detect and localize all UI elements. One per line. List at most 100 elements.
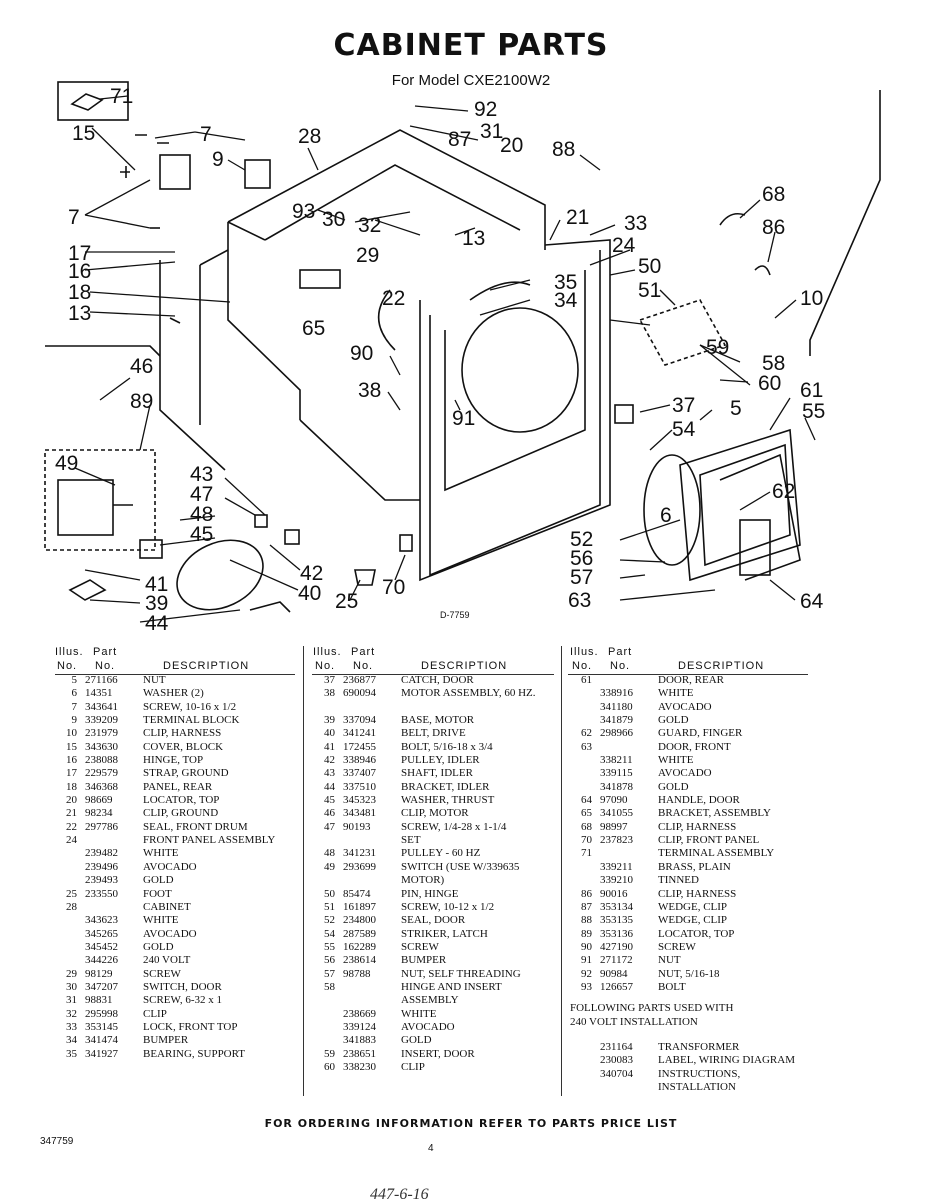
cell-desc: GOLD bbox=[143, 874, 174, 887]
cell-no: 49 bbox=[324, 860, 335, 873]
cell-no: 6 bbox=[71, 687, 78, 700]
cell-desc: ASSEMBLY bbox=[401, 994, 459, 1007]
callout-16: 16 bbox=[68, 260, 91, 283]
cell-desc: MOTOR ASSEMBLY, 60 HZ. bbox=[401, 687, 536, 700]
cell-desc: SCREW, 1/4-28 x 1-1/4 bbox=[401, 820, 507, 833]
cell-no: 21 bbox=[66, 807, 77, 820]
cell-no: 39 bbox=[324, 714, 335, 727]
cell-no: 30 bbox=[66, 980, 77, 993]
cell-part: 344226 bbox=[85, 954, 118, 967]
cell-part: 353134 bbox=[600, 900, 633, 913]
cell-part: 98788 bbox=[343, 967, 371, 980]
cell-no: 33 bbox=[66, 1020, 77, 1033]
cell-desc: BRASS, PLAIN bbox=[658, 860, 731, 873]
header-no1: No. bbox=[57, 660, 78, 672]
cell-part: 341927 bbox=[85, 1047, 118, 1060]
cell-desc: LOCK, FRONT TOP bbox=[143, 1020, 238, 1033]
cell-part: 98234 bbox=[85, 807, 113, 820]
header-no2: No. bbox=[95, 660, 116, 672]
header-part: Part bbox=[93, 646, 118, 658]
cell-desc: CLIP, FRONT PANEL bbox=[658, 834, 760, 847]
cell-part: 98669 bbox=[85, 794, 113, 807]
header-description: DESCRIPTION bbox=[678, 660, 765, 672]
cell-part: 353145 bbox=[85, 1020, 118, 1033]
table-row: INSTALLATION bbox=[570, 1081, 810, 1094]
cell-desc: SCREW bbox=[143, 967, 181, 980]
cell-part: 341878 bbox=[600, 780, 633, 793]
cell-no: 32 bbox=[66, 1007, 77, 1020]
cell-desc: HANDLE, DOOR bbox=[658, 794, 740, 807]
cell-part: 14351 bbox=[85, 687, 113, 700]
cell-no: 35 bbox=[66, 1047, 77, 1060]
callout-90: 90 bbox=[350, 342, 373, 365]
cell-part: 233550 bbox=[85, 887, 118, 900]
callout-49: 49 bbox=[55, 452, 78, 475]
callout-42: 42 bbox=[300, 562, 323, 585]
cell-desc: BOLT bbox=[658, 980, 686, 993]
cell-part: 347207 bbox=[85, 980, 118, 993]
cell-part: 239496 bbox=[85, 860, 118, 873]
header-part: Part bbox=[608, 646, 633, 658]
callout-52: 52 bbox=[570, 528, 593, 551]
cell-no: 65 bbox=[581, 807, 592, 820]
callout-20: 20 bbox=[500, 134, 523, 157]
callout-28: 28 bbox=[298, 125, 321, 148]
cell-no: 91 bbox=[581, 954, 592, 967]
callout-39: 39 bbox=[145, 592, 168, 615]
table-row bbox=[313, 701, 553, 714]
cell-part: 126657 bbox=[600, 980, 633, 993]
cell-desc: STRAP, GROUND bbox=[143, 767, 229, 780]
cell-desc: SET bbox=[401, 834, 421, 847]
cell-no: 24 bbox=[66, 834, 77, 847]
cell-desc: PULLEY, IDLER bbox=[401, 754, 480, 767]
cell-desc: WEDGE, CLIP bbox=[658, 914, 728, 927]
cell-desc: CLIP, HARNESS bbox=[143, 727, 222, 740]
cell-desc: CLIP, HARNESS bbox=[658, 887, 737, 900]
cell-no: 46 bbox=[324, 807, 335, 820]
cell-desc: SCREW bbox=[658, 940, 696, 953]
cell-desc: AVOCADO bbox=[658, 767, 712, 780]
installation-note: 240 VOLT INSTALLATION bbox=[570, 1015, 698, 1028]
callout-15: 15 bbox=[72, 122, 95, 145]
cell-part: 341883 bbox=[343, 1034, 376, 1047]
cell-part: 345323 bbox=[343, 794, 376, 807]
cell-part: 161897 bbox=[343, 900, 376, 913]
table-row: ASSEMBLY bbox=[313, 994, 553, 1007]
cell-part: 339124 bbox=[343, 1020, 376, 1033]
callout-62: 62 bbox=[772, 480, 795, 503]
cell-part: 345265 bbox=[85, 927, 118, 940]
cell-desc: CLIP bbox=[401, 1060, 425, 1073]
cell-desc: CABINET bbox=[143, 900, 191, 913]
header-part: Part bbox=[351, 646, 376, 658]
cell-part: 343481 bbox=[343, 807, 376, 820]
cell-part: 271166 bbox=[85, 674, 118, 686]
model-subtitle: For Model CXE2100W2 bbox=[391, 72, 551, 89]
callout-34: 34 bbox=[554, 289, 578, 312]
cell-part: 90193 bbox=[343, 820, 371, 833]
callout-35: 35 bbox=[554, 271, 577, 294]
cell-desc: 240 VOLT bbox=[143, 954, 191, 967]
